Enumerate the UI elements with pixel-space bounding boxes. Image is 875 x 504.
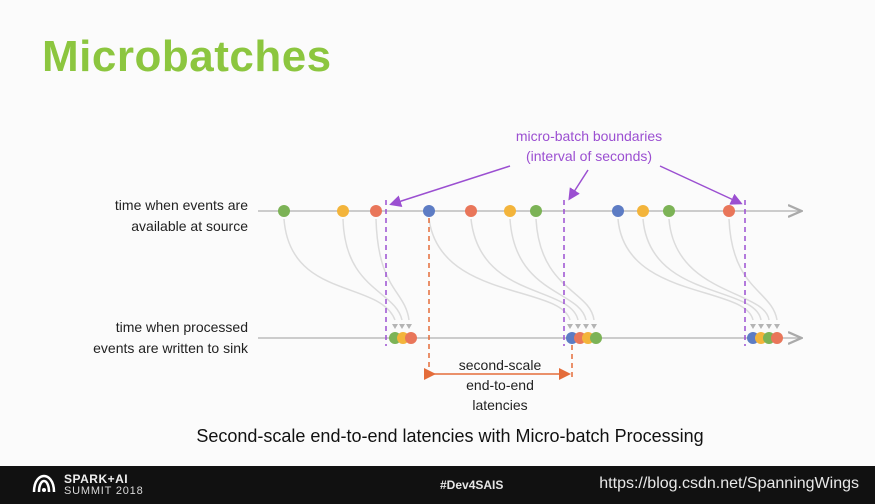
logo-line1: SPARK+AI — [64, 472, 129, 486]
source-event — [637, 205, 649, 217]
sink-events — [389, 332, 783, 344]
event-curves — [283, 218, 778, 321]
source-event — [423, 205, 435, 217]
microbatch-diagram: micro-batch boundaries (interval of seco… — [93, 128, 875, 446]
latency-label-line2: end-to-end — [466, 377, 534, 393]
sink-label-line1: time when processed — [116, 319, 248, 335]
latency-label-line1: second-scale — [459, 357, 542, 373]
source-events — [278, 205, 735, 217]
source-event — [723, 205, 735, 217]
sink-event — [405, 332, 417, 344]
spark-ai-logo-icon — [32, 474, 56, 493]
latency-label-line3: latencies — [472, 397, 527, 413]
source-event — [465, 205, 477, 217]
boundary-arrows — [389, 165, 743, 207]
source-event — [278, 205, 290, 217]
source-event — [663, 205, 675, 217]
source-event — [504, 205, 516, 217]
slide-caption: Second-scale end-to-end latencies with M… — [196, 426, 703, 446]
latency-indicator — [424, 218, 573, 380]
event-hashtag: #Dev4SAIS — [440, 478, 504, 492]
footer-bar: SPARK+AI SUMMIT 2018 #Dev4SAIS https://b… — [0, 466, 875, 504]
sink-label-line2: events are written to sink — [93, 340, 249, 356]
boundary-label-line1: micro-batch boundaries — [516, 128, 662, 144]
slide-title: Microbatches — [42, 32, 332, 81]
arrival-arrowheads — [392, 324, 780, 329]
boundary-label-line2: (interval of seconds) — [526, 148, 652, 164]
source-event — [337, 205, 349, 217]
source-event — [530, 205, 542, 217]
summit-logo: SPARK+AI SUMMIT 2018 — [30, 472, 144, 498]
sink-event — [771, 332, 783, 344]
source-watermark: https://blog.csdn.net/SpanningWings — [599, 475, 859, 492]
sink-event — [590, 332, 602, 344]
logo-line2: SUMMIT 2018 — [64, 485, 144, 497]
microbatch-boundaries — [385, 200, 746, 346]
source-event — [370, 205, 382, 217]
source-label-line2: available at source — [131, 218, 248, 234]
source-event — [612, 205, 624, 217]
source-label-line1: time when events are — [115, 197, 248, 213]
